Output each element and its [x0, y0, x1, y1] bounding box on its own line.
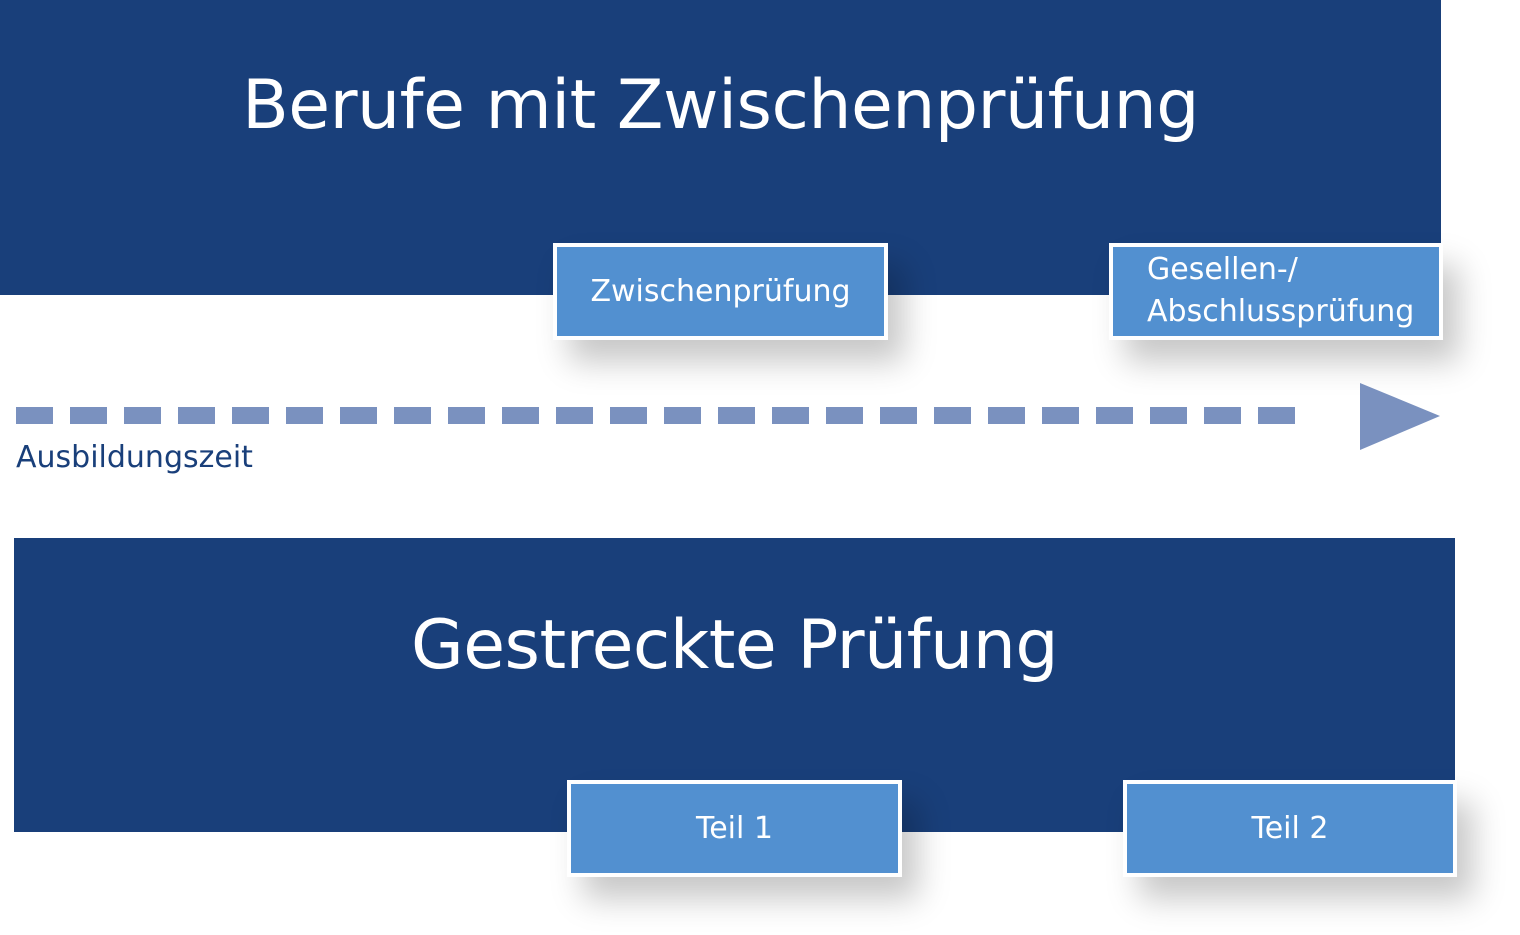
timeline-dash [1042, 407, 1079, 424]
timeline-dash [664, 407, 701, 424]
timeline-dash [70, 407, 107, 424]
timeline-dash [988, 407, 1025, 424]
timeline-dash [1204, 407, 1241, 424]
timeline-dash [1258, 407, 1295, 424]
box-gesellen-label-line-1: Gesellen-/ [1147, 252, 1298, 287]
timeline-dash [934, 407, 971, 424]
box-gesellen-abschlusspruefung: Gesellen-/ Abschlussprüfung [1109, 243, 1443, 340]
timeline-dash [16, 407, 53, 424]
timeline-dash [232, 407, 269, 424]
timeline-dash [772, 407, 809, 424]
box-teil-1-label: Teil 1 [696, 810, 773, 846]
timeline-dash [394, 407, 431, 424]
box-gesellen-label-line-2: Abschlussprüfung [1147, 294, 1415, 329]
timeline-dash [1096, 407, 1133, 424]
bottom-band-title: Gestreckte Prüfung [411, 606, 1058, 685]
timeline-arrow [16, 383, 1440, 450]
box-zwischenpruefung-label: Zwischenprüfung [590, 273, 851, 309]
timeline-dash [286, 407, 323, 424]
timeline-dash [1150, 407, 1187, 424]
timeline-dash [502, 407, 539, 424]
timeline-dash [448, 407, 485, 424]
top-band-title: Berufe mit Zwischenprüfung [242, 66, 1199, 145]
timeline-dash [124, 407, 161, 424]
timeline-dash [340, 407, 377, 424]
timeline-dash [826, 407, 863, 424]
timeline-dash [880, 407, 917, 424]
timeline-dash [556, 407, 593, 424]
box-teil-2-label: Teil 2 [1251, 810, 1329, 846]
timeline-dash [610, 407, 647, 424]
box-teil-2: Teil 2 [1123, 780, 1457, 877]
timeline-dash [718, 407, 755, 424]
timeline-label: Ausbildungszeit [16, 440, 253, 475]
timeline-dash [178, 407, 215, 424]
box-zwischenpruefung: Zwischenprüfung [553, 243, 888, 340]
timeline-dashes [16, 407, 1295, 424]
box-teil-1: Teil 1 [567, 780, 902, 877]
arrow-head-icon [1360, 383, 1440, 450]
